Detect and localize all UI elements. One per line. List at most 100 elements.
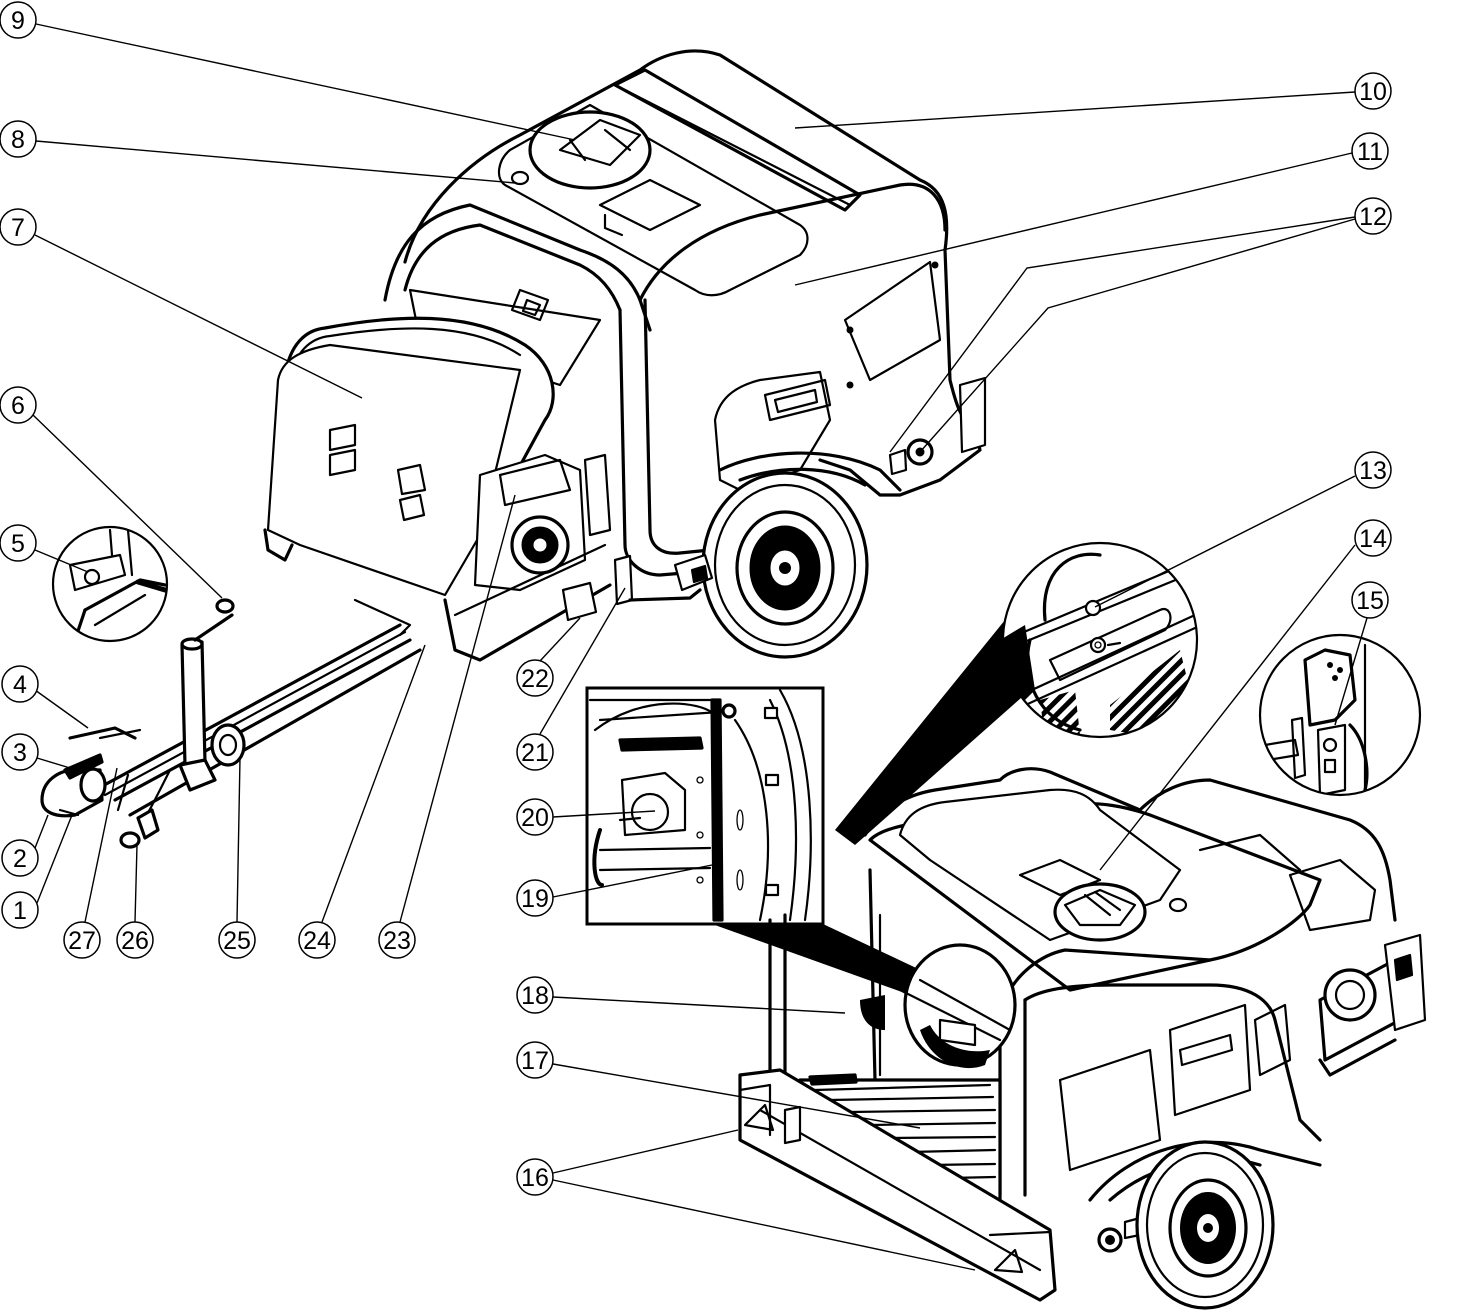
detail-circle-valve: [1001, 541, 1199, 739]
callout-circle: [516, 798, 554, 836]
callout-10: 10: [1354, 72, 1392, 110]
callout-circle: [1354, 197, 1392, 235]
callout-circle: [516, 976, 554, 1014]
leader-line-13: [1094, 475, 1356, 608]
callout-17: 17: [516, 1041, 554, 1079]
callout-circle: [378, 921, 416, 959]
leader-line-10: [794, 91, 1356, 129]
callout-circle: [1354, 72, 1392, 110]
callout-circle: [218, 921, 256, 959]
callout-number: 3: [13, 739, 27, 767]
callout-14: 14: [1354, 519, 1392, 557]
callout-26: 26: [116, 921, 154, 959]
callout-27: 27: [63, 921, 101, 959]
callout-2: 2: [1, 839, 39, 877]
callout-3: 3: [1, 733, 39, 771]
callout-19: 19: [516, 879, 554, 917]
trailer-unit-rear: [738, 620, 1427, 1310]
leader-line-23: [399, 494, 516, 923]
leader-line-14: [1099, 544, 1356, 871]
leader-line-4: [34, 689, 89, 729]
callout-25: 25: [218, 921, 256, 959]
leader-line-3: [36, 757, 71, 769]
callout-number: 22: [521, 665, 549, 693]
callout-circle: [0, 208, 37, 246]
callout-number: 14: [1359, 525, 1387, 553]
callout-circle: [516, 659, 554, 697]
leader-line-26: [134, 844, 138, 923]
callout-circle: [0, 120, 37, 158]
callout-circle: [63, 921, 101, 959]
callout-circle: [0, 386, 37, 424]
callout-number: 15: [1356, 587, 1384, 615]
callout-number: 18: [521, 982, 549, 1010]
callout-circle: [1354, 519, 1392, 557]
leader-line-9: [35, 23, 576, 141]
callout-9: 9: [0, 1, 37, 39]
leader-line-22: [539, 617, 581, 662]
leader-line-11: [794, 152, 1353, 286]
leader-line-18: [552, 996, 846, 1014]
leader-line-19: [552, 864, 713, 898]
callout-circle: [116, 921, 154, 959]
callout-circle: [298, 921, 336, 959]
trailer-unit-front: [40, 49, 987, 849]
leader-line-8: [35, 140, 516, 184]
callout-number: 25: [223, 927, 251, 955]
callout-circle: [1, 839, 39, 877]
callout-number: 2: [13, 845, 27, 873]
callout-number: 7: [11, 214, 25, 242]
callout-number: 17: [521, 1047, 549, 1075]
callout-number: 8: [11, 126, 25, 154]
leader-line-16: [552, 1129, 739, 1174]
leader-line-2: [34, 814, 49, 849]
callout-20: 20: [516, 798, 554, 836]
callout-number: 19: [521, 885, 549, 913]
callout-24: 24: [298, 921, 336, 959]
callout-circle: [1, 733, 39, 771]
callout-number: 9: [11, 7, 25, 35]
callout-number: 6: [11, 392, 25, 420]
callout-number: 1: [13, 897, 27, 925]
leader-line-5: [34, 549, 89, 573]
leader-line-25: [236, 757, 241, 923]
callout-circle: [516, 1041, 554, 1079]
callout-circle: [516, 733, 554, 771]
leader-lines: [32, 23, 1368, 1271]
callout-number: 13: [1359, 457, 1387, 485]
callout-16: 16: [516, 1158, 554, 1196]
callout-number: 21: [521, 739, 549, 767]
callout-5: 5: [0, 524, 37, 562]
callout-number: 12: [1359, 203, 1387, 231]
callout-number: 26: [121, 927, 149, 955]
callout-number: 27: [68, 927, 96, 955]
callout-21: 21: [516, 733, 554, 771]
callout-circle: [516, 879, 554, 917]
callout-6: 6: [0, 386, 37, 424]
leader-line-6: [32, 414, 223, 599]
leader-line-17: [552, 1063, 921, 1129]
leader-line-7: [34, 234, 363, 399]
leader-line-20: [552, 810, 656, 818]
callout-number: 24: [303, 927, 331, 955]
callout-11: 11: [1351, 132, 1389, 170]
callout-circle: [1351, 132, 1389, 170]
leader-line-12: [919, 218, 1356, 453]
leader-line-27: [84, 767, 118, 923]
leader-line-1: [36, 814, 73, 904]
callout-4: 4: [1, 665, 39, 703]
callout-13: 13: [1354, 451, 1392, 489]
callout-circle: [1, 665, 39, 703]
callout-7: 7: [0, 208, 37, 246]
callout-number: 23: [383, 927, 411, 955]
callout-number: 20: [521, 804, 549, 832]
callout-circle: [0, 1, 37, 39]
detail-circle-coupling-lock: [51, 525, 169, 643]
callout-22: 22: [516, 659, 554, 697]
callout-circle: [1351, 581, 1389, 619]
callout-circle: [516, 1158, 554, 1196]
callout-1: 1: [1, 891, 39, 929]
callout-12: 12: [1354, 197, 1392, 235]
callout-circle: [0, 524, 37, 562]
